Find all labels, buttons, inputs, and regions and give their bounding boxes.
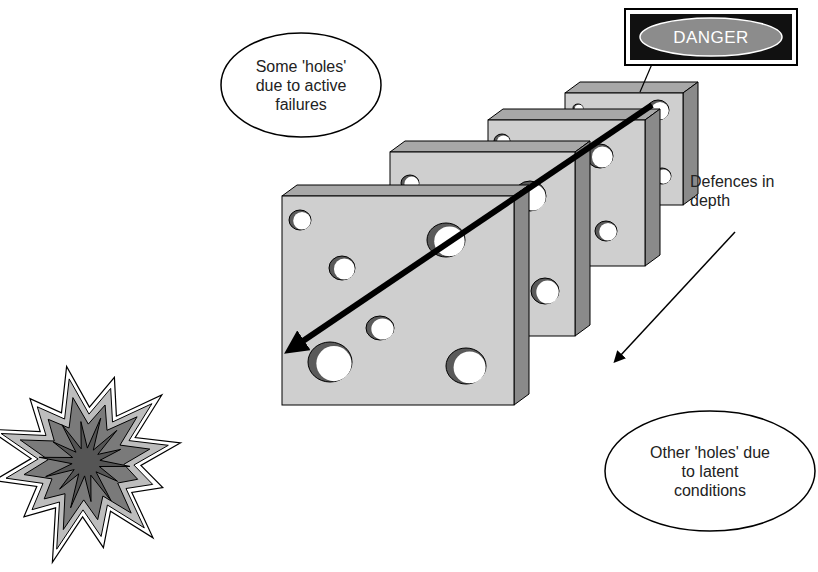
explosion-outer <box>0 366 181 562</box>
leader-line <box>640 64 652 92</box>
hole <box>334 258 355 279</box>
sign-oval <box>640 18 782 56</box>
callout-ellipse: Other 'holes' due to latent conditions <box>604 410 816 532</box>
ellipse-outline <box>605 411 815 531</box>
slice-side <box>514 185 529 405</box>
depth-arrow <box>620 232 735 356</box>
hole-rim <box>446 348 486 384</box>
hole <box>454 352 486 384</box>
hole-rim <box>329 256 355 280</box>
danger-sign: DANGER <box>624 8 798 66</box>
hole-rim <box>308 342 352 382</box>
hole <box>371 318 393 339</box>
explosion-core <box>39 418 130 508</box>
cheese-slices <box>282 82 698 405</box>
slice-top <box>390 141 590 152</box>
slice-top <box>282 185 529 196</box>
callout-ellipse: Some 'holes' due to active failures <box>220 32 382 138</box>
sign-border <box>625 9 797 65</box>
hole-rim <box>289 210 311 230</box>
hole-rim <box>366 316 394 340</box>
slice-side <box>575 141 590 336</box>
sign-plate <box>630 14 792 60</box>
slice-face <box>282 196 514 405</box>
callout-text: Other 'holes' due to latent conditions <box>645 443 775 500</box>
hole <box>599 223 617 241</box>
slice-side <box>645 109 660 266</box>
hole-rim <box>531 278 559 304</box>
hole <box>316 346 351 381</box>
ellipse-outline <box>221 33 381 137</box>
annotation-label: Defences in depth <box>690 172 790 210</box>
explosion-middle <box>20 398 150 530</box>
accident-trajectory-arrow <box>300 105 652 343</box>
hole <box>536 281 558 304</box>
slice-top <box>565 82 698 93</box>
explosion <box>0 366 181 562</box>
callout-text: Some 'holes' due to active failures <box>241 57 361 114</box>
hole <box>592 146 613 167</box>
danger-text: DANGER <box>641 28 781 47</box>
hole <box>293 212 311 230</box>
explosion-ring <box>1 379 168 549</box>
hole-rim <box>595 221 617 241</box>
